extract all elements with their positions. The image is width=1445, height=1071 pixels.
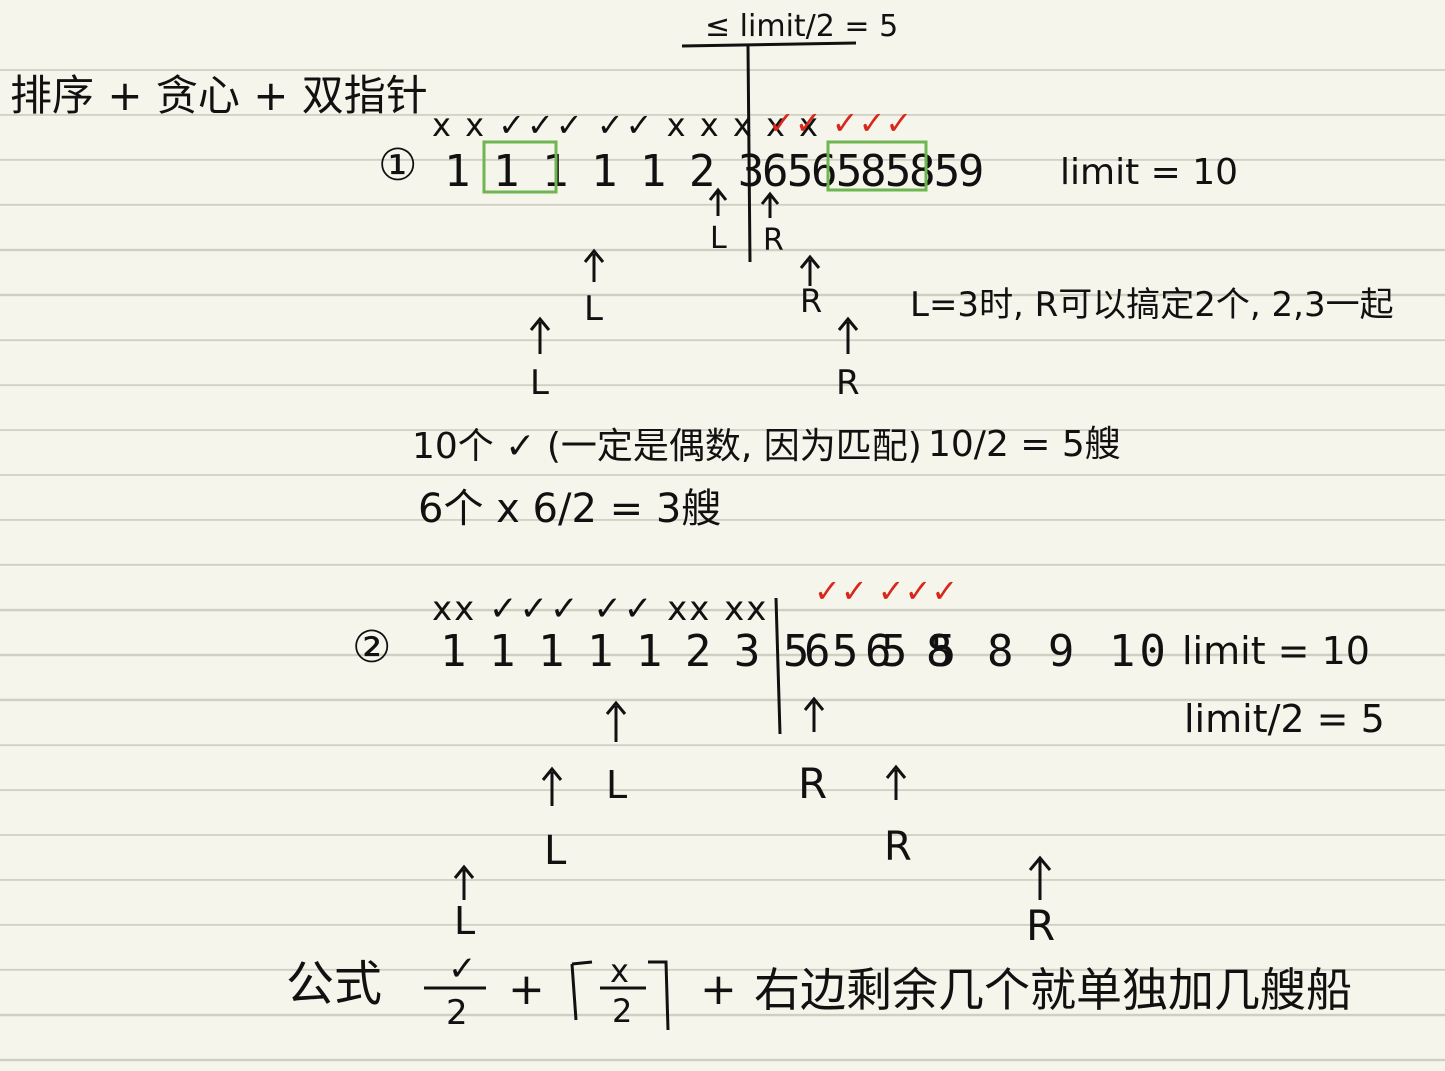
green-box-left [482,140,558,194]
formula-label: 公式 [286,956,382,1012]
pointer-r3: R [836,363,860,403]
pointer-r1: R [763,223,784,258]
example1-pointers: L R L R L R [529,187,860,403]
arrow-head-icon [529,316,551,331]
ceil-bracket-right [648,960,670,1031]
pointer-r4: R [798,759,827,808]
formula-part1-top: ✓ [448,949,477,989]
pointer-l3: L [530,363,549,403]
example2-limit: limit = 10 [1182,629,1370,673]
pointer-r5: R [884,824,912,870]
formula-tail: 右边剩余几个就单独加几艘船 [754,963,1352,1017]
example2-half: limit/2 = 5 [1184,697,1385,741]
ceil-bracket-left [570,960,593,1021]
pointer-r2: R [800,282,822,320]
top-label: ≤ limit/2 = 5 [705,9,898,44]
arrow-head-icon [541,766,563,781]
example2-index: ② [352,622,391,673]
formula-part2-bottom: 2 [612,992,632,1030]
example2-numbers-right: 6 6 8 8 9 10 [804,626,1170,677]
top-divider-line [681,41,857,48]
example1-marks-right: ✓✓ ✓✓✓ [768,104,912,142]
pointer-l2: L [584,289,603,329]
pointer-l6: L [454,899,475,943]
arrow-head-icon [605,700,627,715]
pointer-r6: R [1026,901,1055,950]
arrow-head-icon [803,696,825,711]
pointer-l1: L [710,221,727,256]
formula-part1-bottom: 2 [446,993,468,1033]
arrow-head-icon [1028,855,1052,871]
note-title: 排序 + 贪心 + 双指针 [10,71,428,120]
formula-plus-2: + [700,964,737,1015]
arrow-head-icon [453,864,475,879]
example1-marks-left: x x ✓✓✓ ✓✓ x x x x x [432,106,820,144]
pointer-l4: L [606,763,627,807]
arrow-head-icon [708,187,728,201]
example1-index: ① [378,140,417,191]
arrow-head-icon [583,248,605,263]
arrow-head-icon [799,254,821,269]
example1-limit: limit = 10 [1060,152,1238,193]
example1-count-cross: 6个 x 6/2 = 3艘 [418,486,721,532]
example2-marks-left: xx ✓✓✓ ✓✓ xx xx [432,589,768,629]
example1-note: L=3时, R可以搞定2个, 2,3一起 [910,285,1394,325]
pointer-l5: L [544,828,567,874]
example1-count-check: 10个 ✓ (一定是偶数, 因为匹配) [412,426,922,467]
split-line-1 [746,45,752,263]
example2-marks-right: ✓✓ ✓✓✓ [814,572,958,610]
example1-count-check-ships: 10/2 = 5艘 [928,424,1121,465]
green-box-right [826,140,928,192]
arrow-head-icon [837,316,859,331]
arrow-head-icon [760,191,780,205]
formula-plus-1: + [508,964,545,1015]
arrow-head-icon [885,764,907,779]
example2-numbers-left: 1 1 1 1 1 2 3 5 5 5 5 [440,626,954,677]
formula-part2-top: x [610,952,629,990]
example2-pointers: L R L R L R [453,696,1055,950]
split-line-2 [774,597,782,735]
